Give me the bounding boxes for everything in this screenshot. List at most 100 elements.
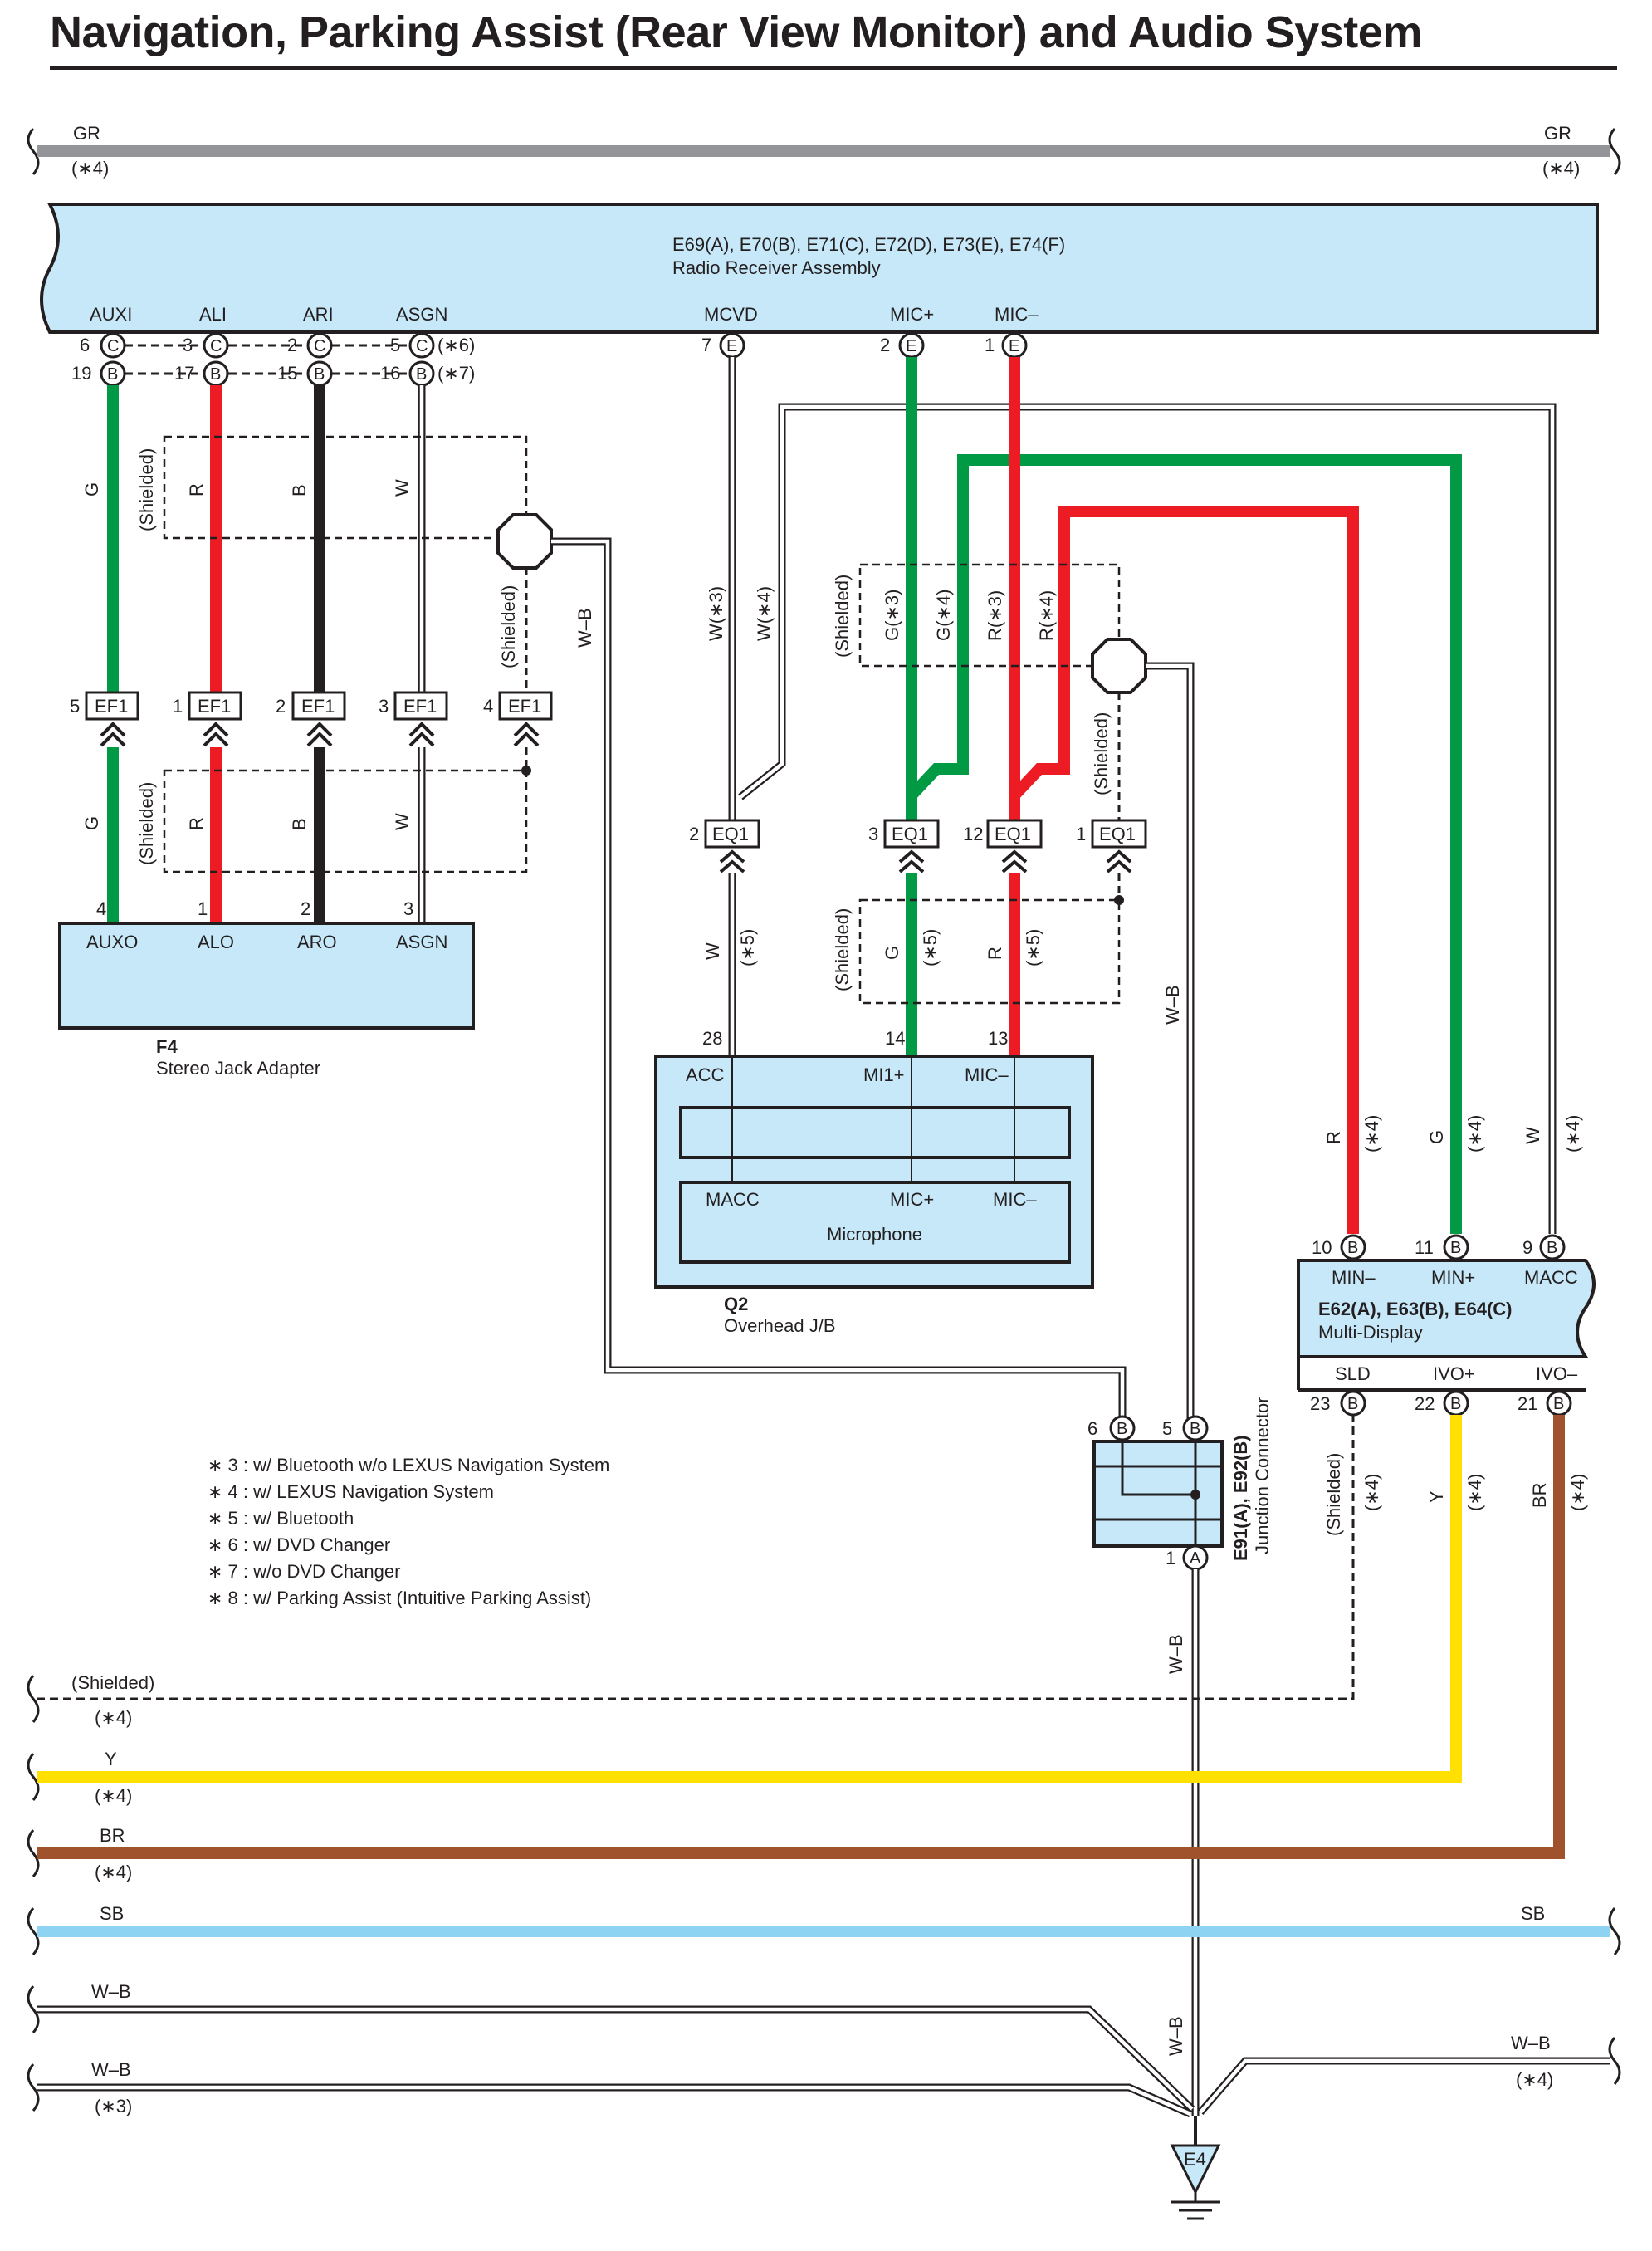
- wire-label-wb-3: W–B: [1166, 1634, 1186, 1674]
- jc-name: Junction Connector: [1252, 1397, 1273, 1554]
- bus-y-note: (∗4): [95, 1785, 132, 1806]
- jack-label-aro: ARO: [297, 932, 337, 952]
- jc-pin-5: 5: [1162, 1418, 1172, 1439]
- page-title: Navigation, Parking Assist (Rear View Mo…: [50, 7, 1422, 57]
- jack-pin-num-4: 3: [403, 898, 413, 919]
- ef1-name-5: EF1: [508, 696, 541, 717]
- pin-label-ali: ALI: [199, 304, 227, 325]
- variant-c-note: (∗6): [437, 335, 475, 355]
- wire-label-r-3: R: [985, 947, 1005, 960]
- pin-label-mcvd: MCVD: [704, 304, 758, 325]
- wire-label-r4: R(∗4): [1036, 590, 1057, 641]
- md-conn-11: B: [1450, 1239, 1461, 1257]
- pin-num-ali-b: 17: [174, 363, 194, 384]
- jc-conn-6: B: [1117, 1420, 1127, 1438]
- bus-shielded-note: (∗4): [95, 1707, 132, 1728]
- md-label-ivo-minus: IVO–: [1536, 1363, 1578, 1384]
- conn-mcvd: E: [726, 337, 737, 355]
- md-note-g: (∗4): [1464, 1115, 1485, 1152]
- jc-pin-1: 1: [1166, 1548, 1175, 1568]
- ohjb-label-acc: ACC: [686, 1064, 725, 1085]
- mic-label-macc: MACC: [706, 1189, 760, 1210]
- pin-num-asgn-c: 5: [390, 335, 400, 355]
- conn-ari-c: C: [314, 337, 325, 355]
- md-conn-23: B: [1347, 1395, 1358, 1413]
- pin-label-asgn: ASGN: [396, 304, 447, 325]
- ef1-pin-1: 5: [70, 696, 80, 717]
- left-wire-group: G R B W (Shielded) (Shielded) W–B: [81, 385, 1127, 1426]
- shielded-label-2: (Shielded): [498, 585, 519, 668]
- pin-num-asgn-b: 16: [380, 363, 400, 384]
- md-pin-23: 23: [1310, 1393, 1330, 1414]
- shielded-label-4: (Shielded): [832, 575, 853, 658]
- wire-label-w4: W(∗4): [754, 586, 775, 641]
- md-conn-9: B: [1547, 1239, 1557, 1257]
- jack-label-alo: ALO: [198, 932, 234, 952]
- pin-num-mic-minus: 1: [985, 335, 995, 355]
- wire-label-w3: W(∗3): [706, 586, 726, 641]
- eq1-name-2: EQ1: [892, 824, 928, 844]
- pin-num-auxi-b: 19: [71, 363, 91, 384]
- note-5-b: (∗5): [920, 929, 941, 966]
- eq1-connector-row: 2 EQ1 3 EQ1 12 EQ1 1 EQ1: [689, 819, 1147, 873]
- note-5-a: (∗5): [737, 929, 758, 966]
- md-label-macc: MACC: [1524, 1267, 1578, 1288]
- eq1-pin-2: 3: [868, 824, 878, 844]
- md-note-y: (∗4): [1464, 1474, 1485, 1511]
- eq1-pin-1: 2: [689, 824, 699, 844]
- eq1-pin-4: 1: [1076, 824, 1086, 844]
- conn-asgn-b: B: [416, 365, 427, 384]
- note-8: ∗ 8 : w/ Parking Assist (Intuitive Parki…: [208, 1588, 591, 1608]
- note-4: ∗ 4 : w/ LEXUS Navigation System: [208, 1481, 494, 1502]
- ef1-name-2: EF1: [198, 696, 231, 717]
- md-pin-11: 11: [1415, 1237, 1434, 1258]
- jc-conn-5: B: [1190, 1420, 1200, 1438]
- conn-asgn-c: C: [416, 337, 428, 355]
- md-pin-9: 9: [1522, 1237, 1532, 1258]
- bus-br-label: BR: [100, 1825, 125, 1846]
- wire-label-wb-4: W–B: [1166, 2016, 1186, 2056]
- gr-right-label: GR: [1544, 123, 1571, 144]
- pin-num-mic-plus: 2: [880, 335, 890, 355]
- jack-name: Stereo Jack Adapter: [156, 1058, 320, 1079]
- wire-label-r-2: R: [186, 817, 207, 830]
- md-code: E62(A), E63(B), E64(C): [1318, 1299, 1513, 1319]
- wire-label-b-1: B: [289, 484, 310, 497]
- jack-label-asgn: ASGN: [396, 932, 447, 952]
- md-note-sld: (∗4): [1361, 1474, 1382, 1511]
- pin-label-mic-plus: MIC+: [890, 304, 934, 325]
- ef1-pin-4: 3: [379, 696, 389, 717]
- bus-wb1-label: W–B: [91, 1981, 131, 2002]
- md-wire-r: R: [1323, 1131, 1344, 1144]
- ohjb-code: Q2: [724, 1294, 748, 1314]
- radio-receiver-assembly: E69(A), E70(B), E71(C), E72(D), E73(E), …: [40, 203, 1599, 334]
- conn-ali-c: C: [210, 337, 222, 355]
- wire-label-w-2: W: [392, 813, 413, 830]
- gr-left-label: GR: [73, 123, 100, 144]
- gr-left-note: (∗4): [71, 158, 109, 179]
- md-conn-21: B: [1553, 1395, 1564, 1413]
- jc-pin-6: 6: [1087, 1418, 1097, 1439]
- conn-auxi-c: C: [107, 337, 119, 355]
- md-wire-w: W: [1522, 1127, 1543, 1144]
- md-wire-g: G: [1426, 1130, 1447, 1144]
- md-pin-10: 10: [1312, 1237, 1332, 1258]
- wire-label-g-2: G: [81, 816, 102, 830]
- md-pin-21: 21: [1518, 1393, 1537, 1414]
- pin-num-ari-b: 15: [277, 363, 297, 384]
- notes-legend: ∗ 3 : w/ Bluetooth w/o LEXUS Navigation …: [208, 1455, 609, 1608]
- wire-label-r3: R(∗3): [985, 590, 1005, 641]
- wire-label-r-1: R: [186, 483, 207, 497]
- radio-receiver-code: E69(A), E70(B), E71(C), E72(D), E73(E), …: [672, 234, 1065, 255]
- shielded-label-1: (Shielded): [136, 448, 157, 531]
- ohjb-label-mi1: MI1+: [863, 1064, 905, 1085]
- eq1-lower-wires: (Shielded) W (∗5) G (∗5) R (∗5): [702, 873, 1124, 1055]
- overhead-jb: 28 14 13 ACC MI1+ MIC– MACC MIC+ MIC– Mi…: [654, 1028, 1094, 1336]
- jack-code: F4: [156, 1036, 178, 1057]
- pin-num-mcvd: 7: [701, 335, 711, 355]
- conn-ari-b: B: [314, 365, 325, 384]
- bus-shielded-label: (Shielded): [71, 1672, 154, 1693]
- eq1-name-3: EQ1: [995, 824, 1031, 844]
- shield-mid-upper: [858, 563, 1121, 668]
- pin-label-ari: ARI: [303, 304, 334, 325]
